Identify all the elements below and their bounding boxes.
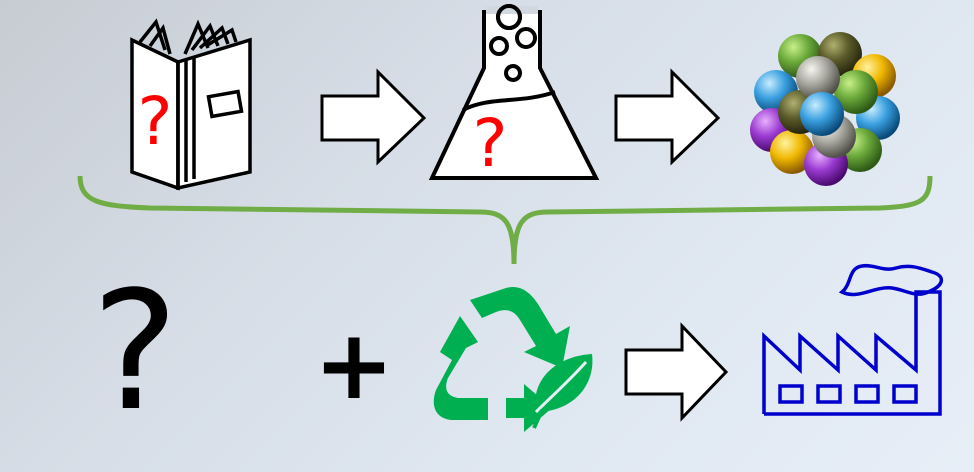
grouping-brace bbox=[77, 175, 933, 265]
factory-icon bbox=[762, 263, 943, 416]
recycle-leaf-icon bbox=[433, 286, 593, 432]
plus-sign: + bbox=[314, 309, 394, 421]
big-question-mark: ? bbox=[91, 256, 178, 447]
open-book-icon bbox=[130, 18, 252, 191]
right-arrow-icon bbox=[614, 68, 721, 166]
right-arrow-icon bbox=[624, 322, 729, 422]
flask-question-mark: ? bbox=[472, 105, 507, 182]
book-question-mark: ? bbox=[137, 83, 172, 160]
right-arrow-icon bbox=[320, 68, 427, 166]
molecule-cluster-icon bbox=[750, 32, 900, 186]
erlenmeyer-flask-icon bbox=[428, 4, 600, 180]
